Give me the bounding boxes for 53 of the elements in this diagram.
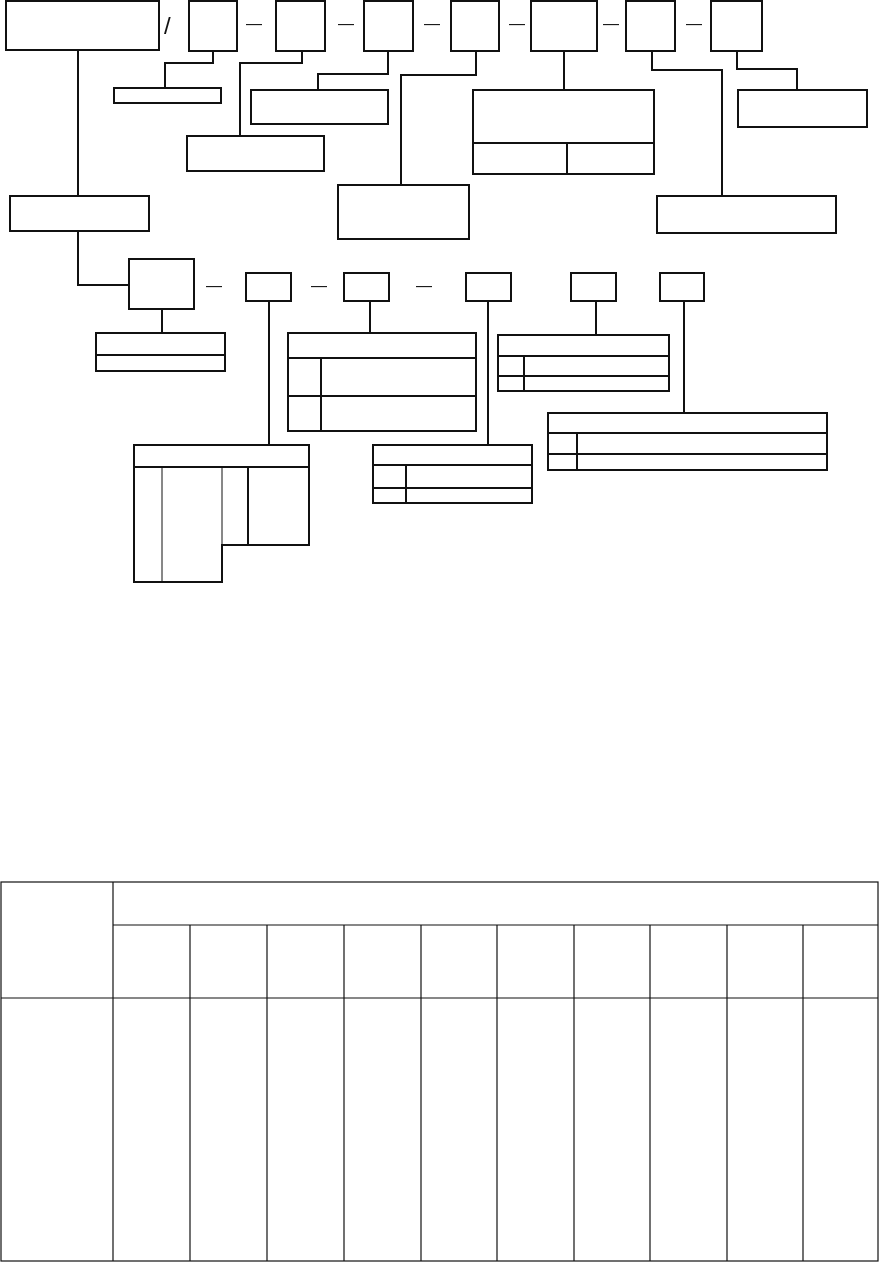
separator-mark: — xyxy=(206,278,222,294)
empty-box xyxy=(570,272,617,302)
empty-box xyxy=(547,412,828,471)
connector-line xyxy=(268,301,270,445)
separator-mark: — xyxy=(246,16,262,32)
empty-box xyxy=(188,0,238,52)
empty-box xyxy=(245,272,292,302)
separator-mark: / xyxy=(164,14,171,38)
connector-line xyxy=(369,301,371,333)
empty-box xyxy=(287,332,477,432)
separator-mark: — xyxy=(311,278,327,294)
connector-line xyxy=(77,231,129,286)
separator-mark: — xyxy=(416,278,432,294)
connector-line xyxy=(317,51,389,90)
empty-box xyxy=(710,0,763,52)
connector-line xyxy=(239,51,303,136)
connector-line xyxy=(400,51,477,185)
separator-mark: — xyxy=(509,16,525,32)
connector-line xyxy=(595,301,597,335)
connector-line xyxy=(161,309,163,333)
empty-box xyxy=(737,89,868,128)
empty-box xyxy=(659,272,705,302)
connector-line xyxy=(164,51,214,88)
connector-line xyxy=(563,51,565,90)
connector-line xyxy=(487,301,489,445)
empty-box xyxy=(133,444,310,583)
empty-box xyxy=(113,87,222,104)
empty-box xyxy=(530,0,598,52)
connector-line xyxy=(651,51,723,196)
empty-box xyxy=(275,0,326,52)
empty-box xyxy=(343,272,390,302)
empty-box xyxy=(465,272,512,302)
empty-box xyxy=(372,444,533,504)
empty-box xyxy=(450,0,500,52)
separator-mark: — xyxy=(338,16,354,32)
connector-line xyxy=(77,50,79,196)
empty-box xyxy=(656,195,837,234)
empty-box xyxy=(128,258,195,310)
empty-box xyxy=(363,0,414,52)
connector-line xyxy=(683,301,685,413)
separator-mark: — xyxy=(603,16,619,32)
separator-mark: — xyxy=(686,16,702,32)
empty-box xyxy=(497,334,670,392)
empty-box xyxy=(9,195,150,232)
connector-line xyxy=(736,51,798,90)
empty-box xyxy=(472,89,655,175)
empty-box xyxy=(250,89,389,125)
empty-box xyxy=(5,0,160,51)
empty-box xyxy=(95,332,226,372)
empty-box xyxy=(625,0,676,52)
empty-box xyxy=(337,184,470,240)
separator-mark: — xyxy=(424,16,440,32)
empty-box xyxy=(186,135,325,172)
